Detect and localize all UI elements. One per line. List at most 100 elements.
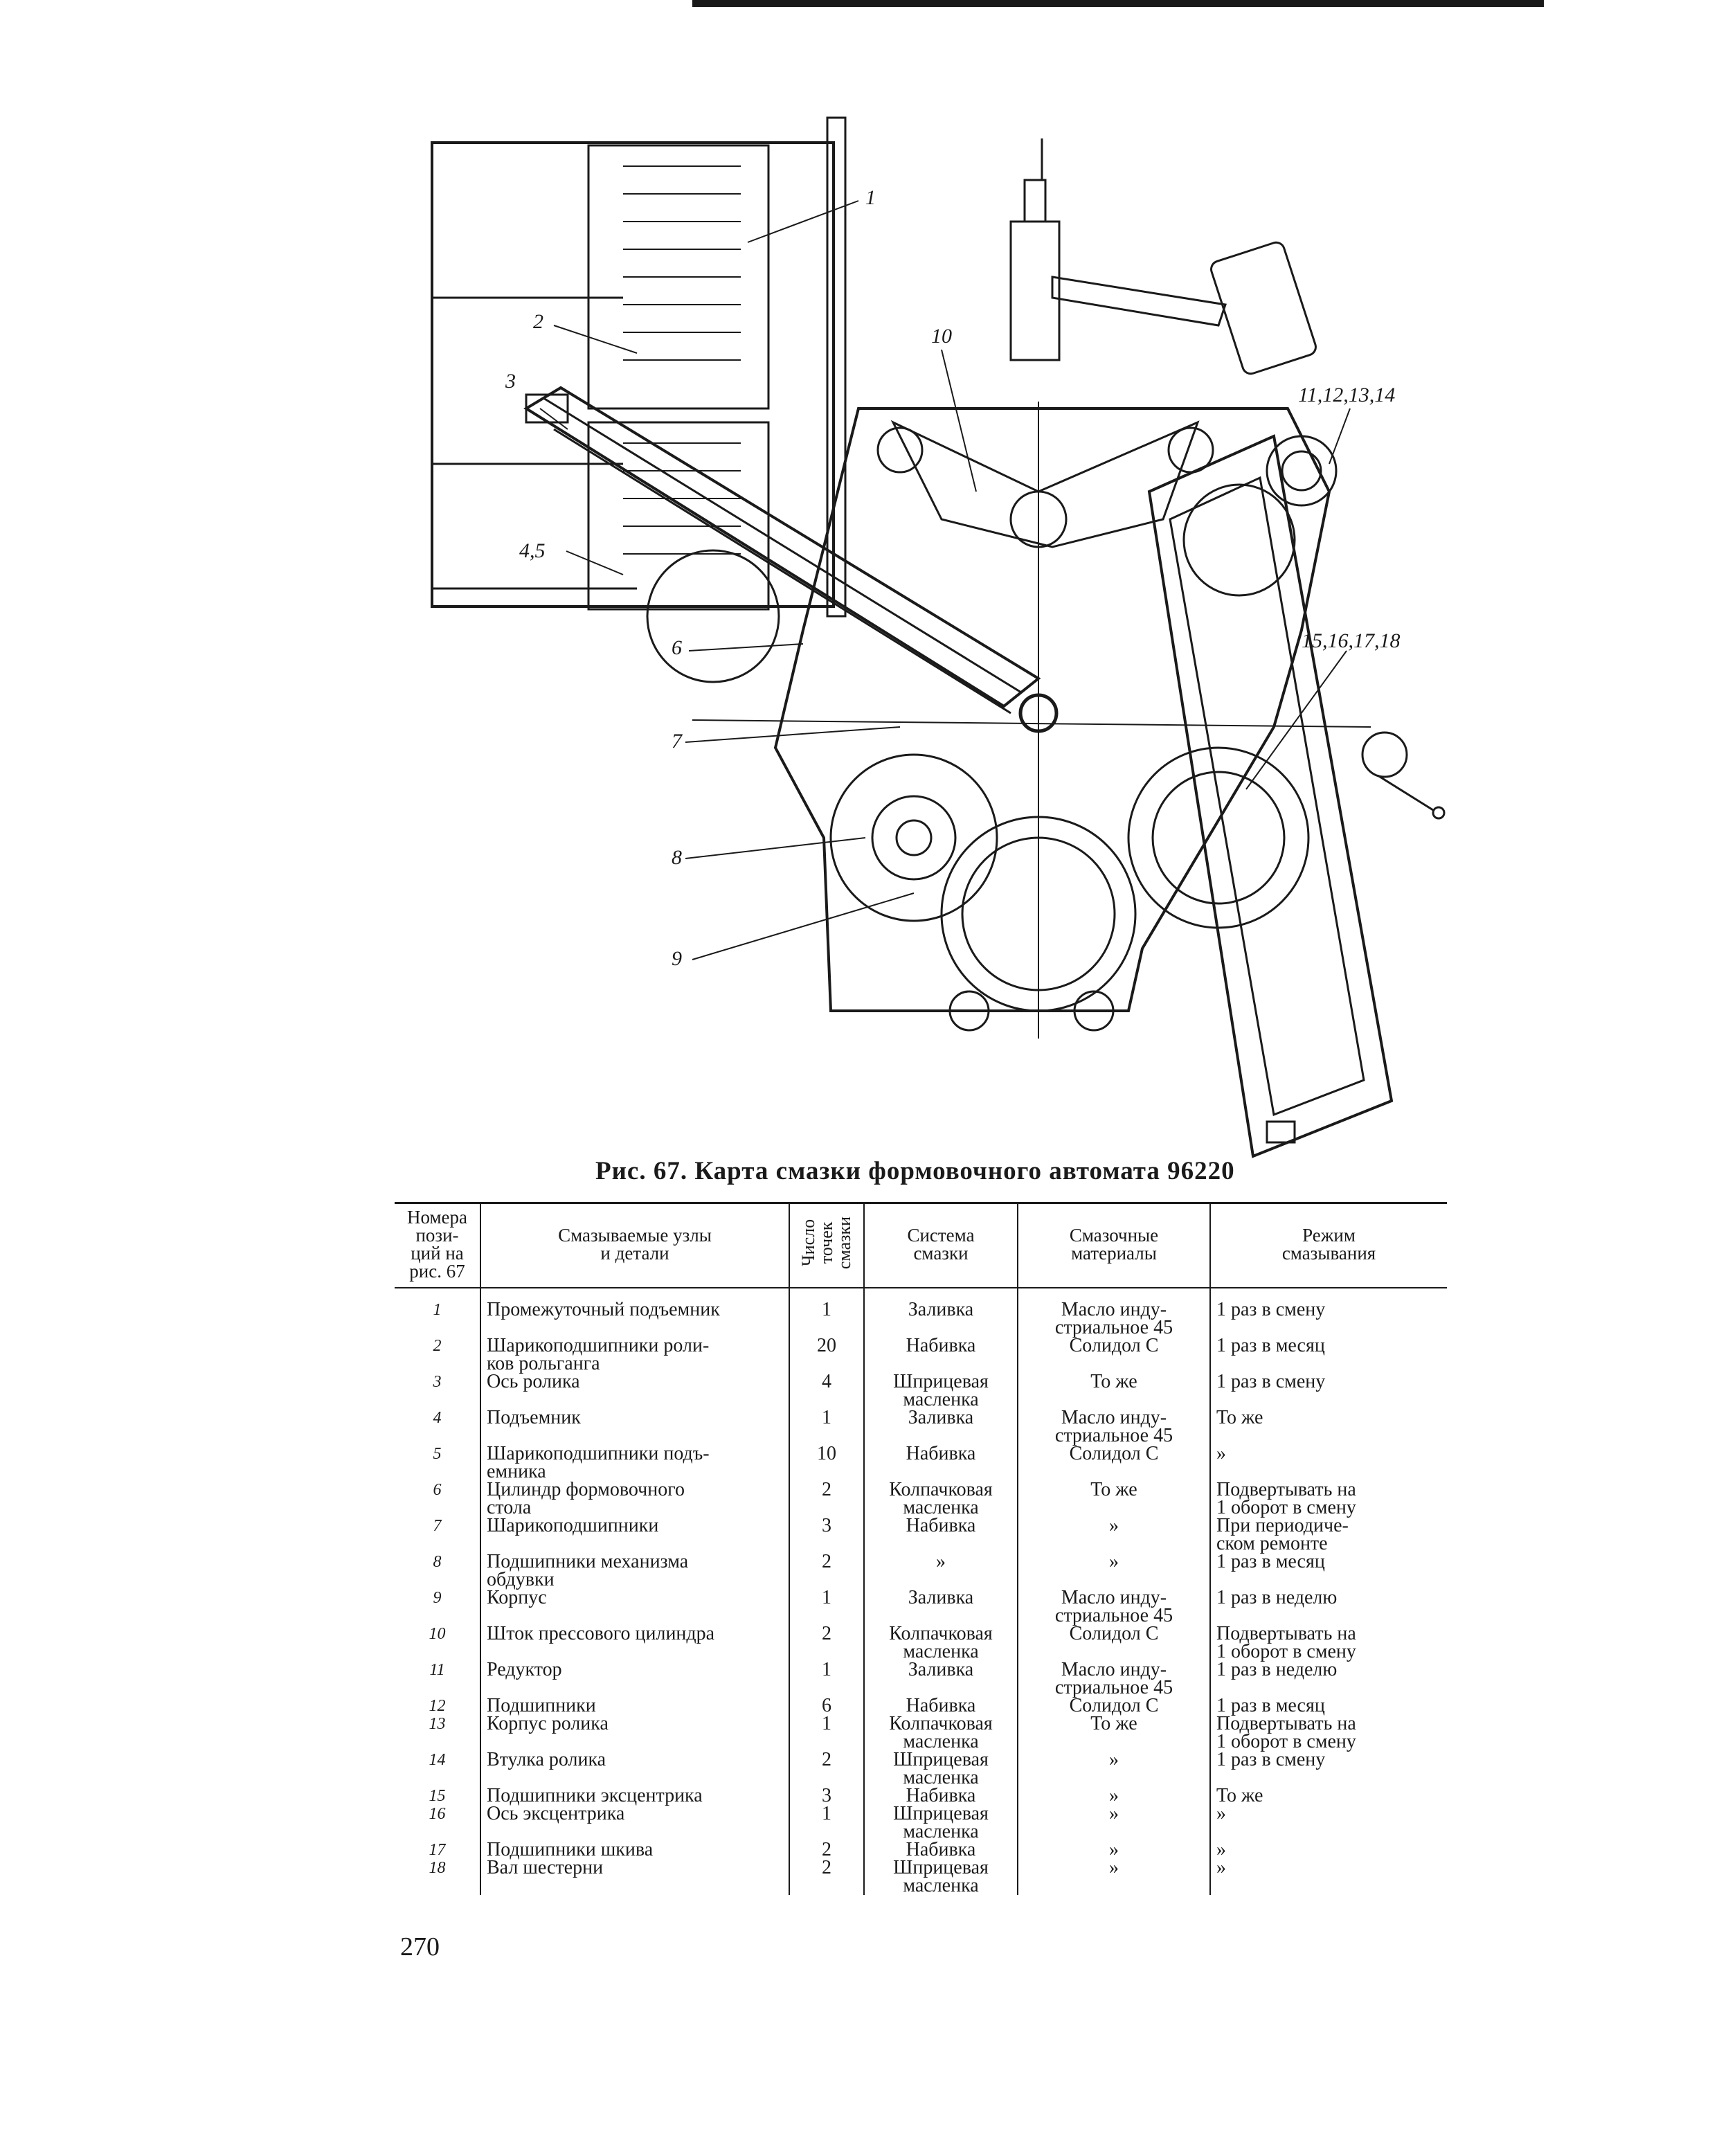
row-points: 1 bbox=[789, 1714, 864, 1751]
row-part: Подшипники шкива bbox=[480, 1840, 789, 1860]
row-system: Шприцевая масленка bbox=[863, 1858, 1018, 1896]
row-points: 10 bbox=[789, 1444, 864, 1481]
row-part: Цилиндр формовочного стола bbox=[480, 1480, 789, 1518]
row-points: 2 bbox=[789, 1840, 864, 1860]
row-material: » bbox=[1017, 1786, 1210, 1806]
row-number: 10 bbox=[429, 1625, 446, 1643]
row-material: То же bbox=[1017, 1480, 1210, 1517]
row-number: 6 bbox=[433, 1481, 442, 1499]
row-mode: » bbox=[1209, 1840, 1447, 1860]
row-points: 2 bbox=[789, 1480, 864, 1517]
row-number: 17 bbox=[429, 1841, 446, 1859]
conveyor-frame bbox=[431, 116, 847, 683]
row-part: Шарикоподшипники роли- ков рольганга bbox=[480, 1336, 789, 1374]
row-material: Солидол С bbox=[1017, 1696, 1210, 1716]
callout-6: 6 bbox=[672, 636, 682, 659]
row-system: Набивка bbox=[863, 1516, 1018, 1553]
inclined-right-unit bbox=[1147, 434, 1446, 1158]
callout-1: 1 bbox=[865, 186, 876, 209]
row-points: 3 bbox=[789, 1516, 864, 1553]
row-system: Заливка bbox=[863, 1588, 1018, 1625]
row-points: 1 bbox=[789, 1660, 864, 1697]
row-system: Колпачковая масленка bbox=[863, 1624, 1018, 1662]
row-mode: » bbox=[1209, 1858, 1447, 1895]
row-number: 11 bbox=[429, 1661, 445, 1679]
row-number: 1 bbox=[433, 1301, 442, 1319]
row-material: То же bbox=[1017, 1372, 1210, 1409]
row-points: 20 bbox=[789, 1336, 864, 1373]
row-material: Масло инду- стриальное 45 bbox=[1017, 1588, 1210, 1626]
row-system: Заливка bbox=[863, 1408, 1018, 1445]
row-material: Солидол С bbox=[1017, 1444, 1210, 1481]
row-material: » bbox=[1017, 1516, 1210, 1553]
row-mode: » bbox=[1209, 1804, 1447, 1841]
row-part: Корпус bbox=[480, 1588, 789, 1625]
row-mode: 1 раз в неделю bbox=[1209, 1588, 1447, 1625]
row-material: Масло инду- стриальное 45 bbox=[1017, 1288, 1210, 1338]
row-material: Масло инду- стриальное 45 bbox=[1017, 1660, 1210, 1698]
row-points: 1 bbox=[789, 1588, 864, 1625]
scan-edge-bar bbox=[692, 0, 1544, 7]
row-points: 1 bbox=[789, 1288, 864, 1337]
row-part: Подшипники bbox=[480, 1696, 789, 1716]
row-number: 18 bbox=[429, 1859, 446, 1877]
row-points: 6 bbox=[789, 1696, 864, 1716]
row-mode: 1 раз в месяц bbox=[1209, 1552, 1447, 1589]
row-part: Втулка ролика bbox=[480, 1750, 789, 1787]
row-points: 1 bbox=[789, 1804, 864, 1841]
row-mode: 1 раз в смену bbox=[1209, 1750, 1447, 1787]
row-system: Набивка bbox=[863, 1840, 1018, 1860]
header-points: Число точек смазки bbox=[789, 1202, 864, 1288]
press-cylinder bbox=[1009, 138, 1317, 375]
row-number: 2 bbox=[433, 1337, 442, 1355]
header-mode: Режим смазывания bbox=[1209, 1202, 1447, 1288]
row-material: Масло инду- стриальное 45 bbox=[1017, 1408, 1210, 1446]
row-part: Вал шестерни bbox=[480, 1858, 789, 1895]
row-mode: При периодиче- ском ремонте bbox=[1209, 1516, 1447, 1554]
row-system: Колпачковая масленка bbox=[863, 1714, 1018, 1752]
lubrication-table: Номера пози- ций на рис. 67 Смазываемые … bbox=[395, 1202, 1447, 1896]
row-system: Шприцевая масленка bbox=[863, 1804, 1018, 1842]
row-points: 2 bbox=[789, 1858, 864, 1895]
row-points: 2 bbox=[789, 1552, 864, 1589]
row-part: Ось эксцентрика bbox=[480, 1804, 789, 1841]
row-material: То же bbox=[1017, 1714, 1210, 1751]
row-material: » bbox=[1017, 1552, 1210, 1589]
row-part: Подшипники эксцентрика bbox=[480, 1786, 789, 1806]
row-part: Шарикоподшипники подъ- емника bbox=[480, 1444, 789, 1482]
row-number: 4 bbox=[433, 1409, 442, 1427]
row-part: Подъемник bbox=[480, 1408, 789, 1445]
callout-4-5: 4,5 bbox=[519, 539, 546, 562]
row-mode: » bbox=[1209, 1444, 1447, 1481]
row-part: Шарикоподшипники bbox=[480, 1516, 789, 1553]
row-number: 12 bbox=[429, 1697, 446, 1715]
header-system: Система смазки bbox=[863, 1202, 1018, 1288]
page-number: 270 bbox=[400, 1932, 440, 1961]
figure-caption: Рис. 67. Карта смазки формовочного автом… bbox=[595, 1157, 1235, 1185]
row-mode: Подвертывать на 1 оборот в смену bbox=[1209, 1480, 1447, 1518]
row-mode: То же bbox=[1209, 1786, 1447, 1806]
row-number: 9 bbox=[433, 1589, 442, 1607]
row-system: Набивка bbox=[863, 1786, 1018, 1806]
row-mode: 1 раз в смену bbox=[1209, 1372, 1447, 1409]
row-number: 7 bbox=[433, 1517, 442, 1535]
callout-10: 10 bbox=[931, 325, 952, 348]
row-mode: То же bbox=[1209, 1408, 1447, 1445]
row-points: 4 bbox=[789, 1372, 864, 1409]
